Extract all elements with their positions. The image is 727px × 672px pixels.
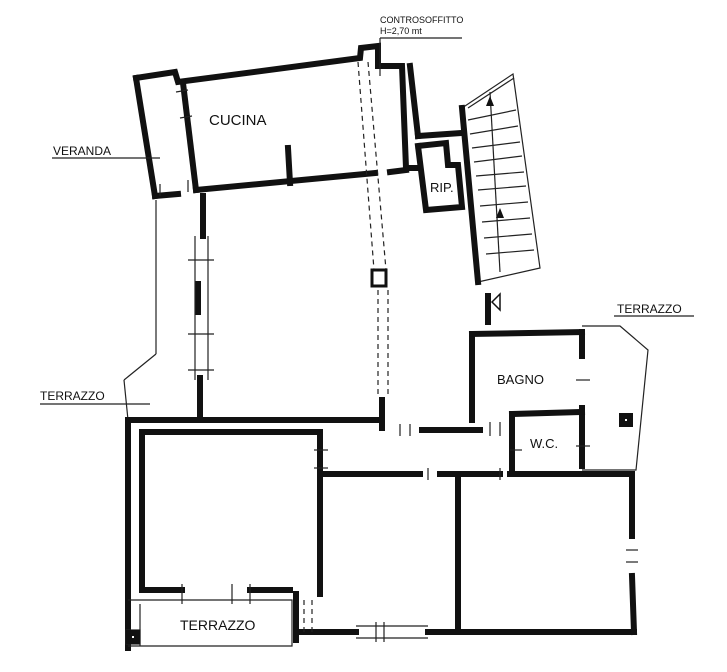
bathroom-walls [508, 325, 649, 477]
label-terrazzo-bottom: TERRAZZO [180, 617, 256, 633]
direction-marker-icon [490, 292, 501, 312]
ceiling-note-line1: CONTROSOFFITTO [380, 15, 463, 25]
living-walls [123, 193, 586, 433]
label-veranda: VERANDA [53, 144, 111, 158]
ceiling-note-line2: H=2,70 mt [380, 26, 422, 36]
label-terrazzo-left: TERRAZZO [40, 389, 105, 403]
ceiling-outline [357, 61, 389, 396]
stair-arrow-up-icon [496, 208, 504, 218]
bottom-terrace [125, 599, 428, 647]
room-label-bagno: BAGNO [497, 372, 544, 387]
staircase [458, 72, 541, 312]
kitchen-walls [132, 42, 466, 200]
stair-arrow-up-icon [486, 96, 494, 106]
bedroom-walls [125, 417, 638, 651]
storage-walls [414, 139, 466, 214]
room-label-ripostiglio: RIP. [430, 180, 454, 195]
room-label-cucina: CUCINA [209, 112, 267, 129]
label-terrazzo-right: TERRAZZO [617, 302, 682, 316]
leader-lines [40, 37, 694, 405]
room-label-wc: W.C. [530, 436, 558, 451]
openings [159, 89, 638, 642]
column-icon [370, 268, 388, 288]
